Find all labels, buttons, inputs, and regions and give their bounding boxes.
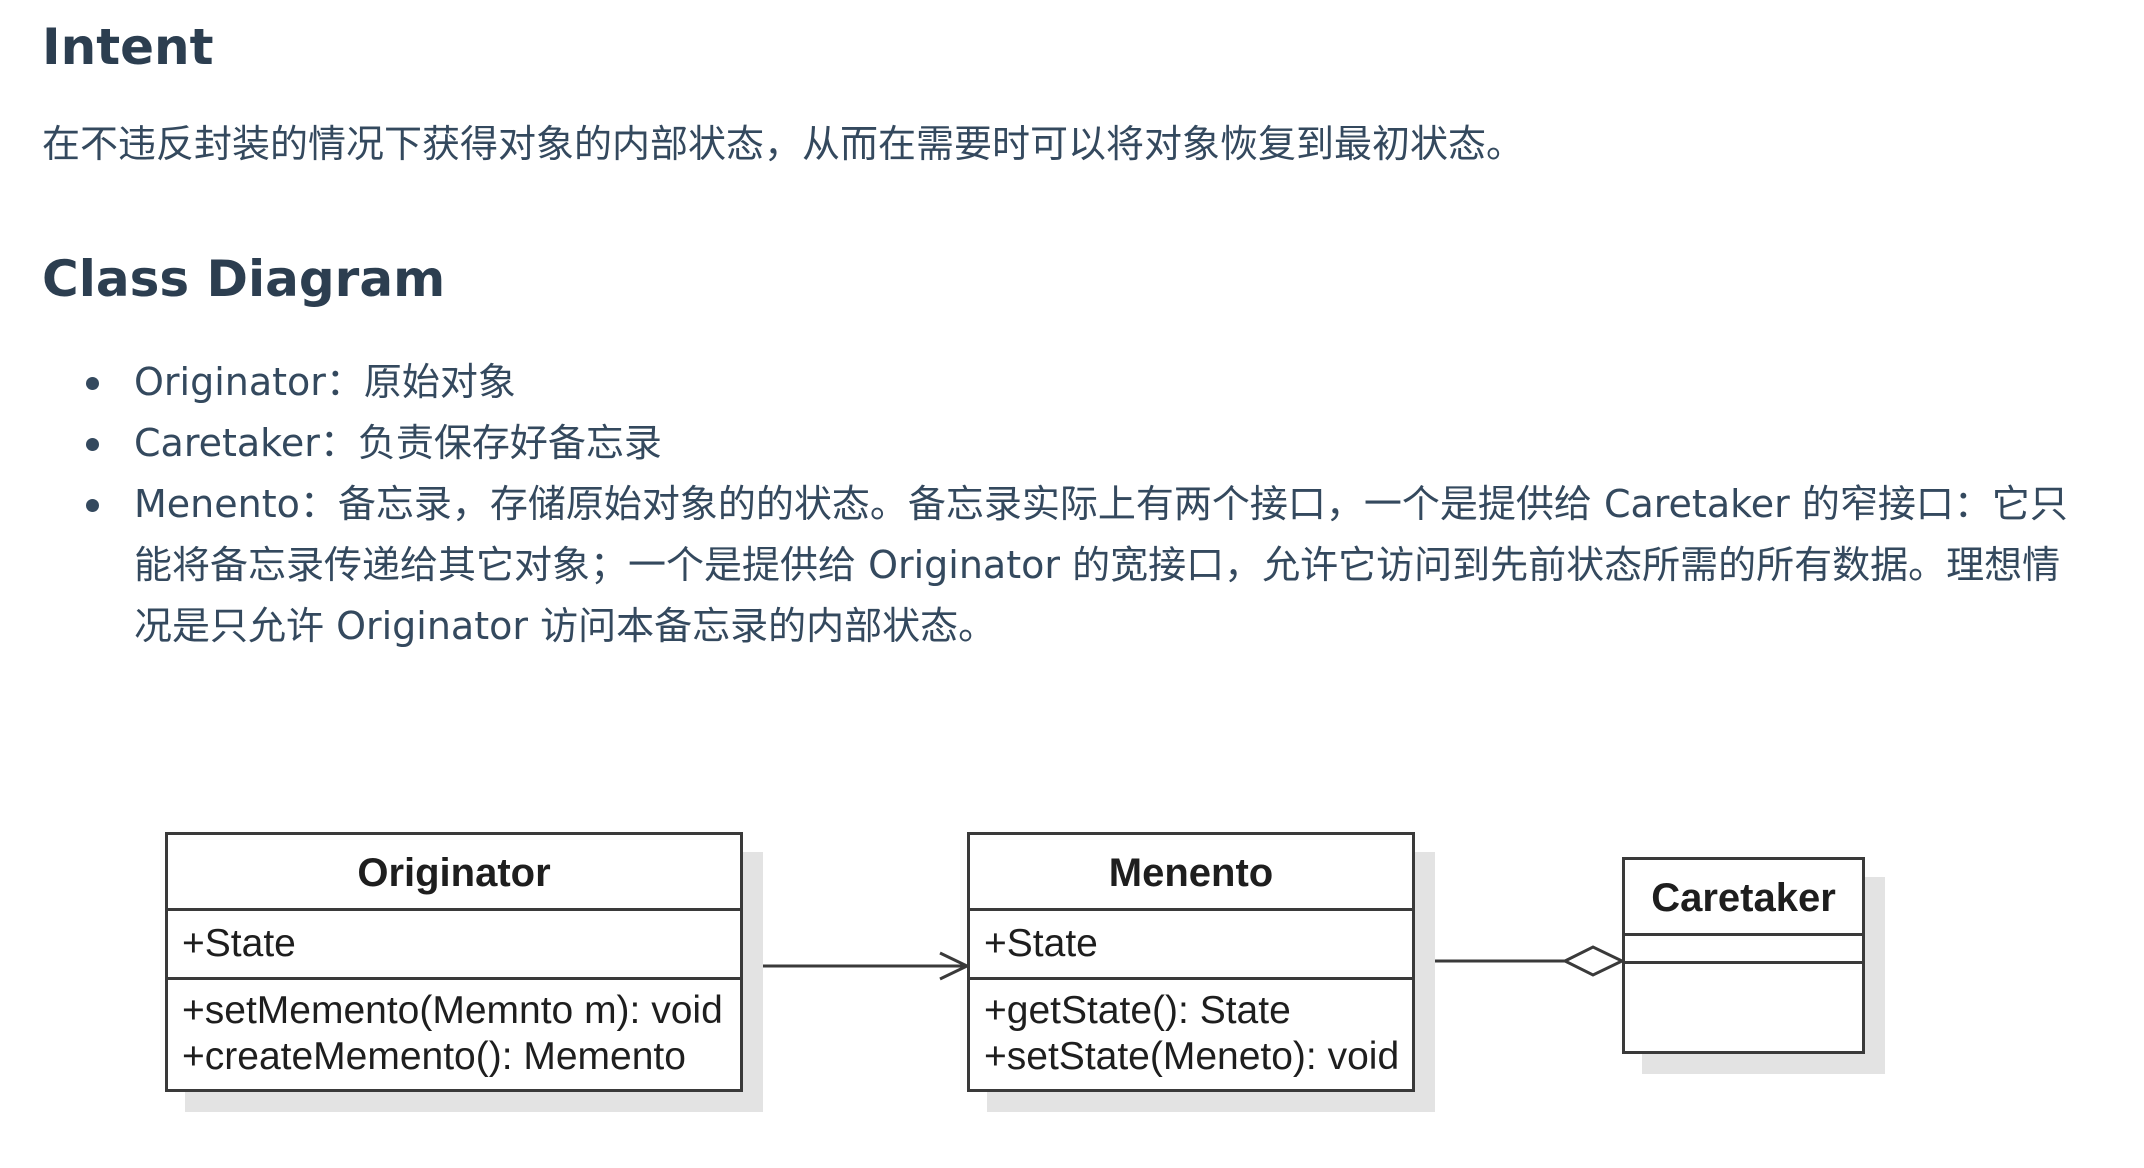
list-item-text: Menento：备忘录，存储原始对象的的状态。备忘录实际上有两个接口，一个是提供… (134, 482, 2068, 648)
class-name: Menento (970, 835, 1412, 911)
operation: +createMemento(): Memento (182, 1035, 686, 1078)
class-name: Caretaker (1625, 860, 1862, 936)
list-item-menento: Menento：备忘录，存储原始对象的的状态。备忘录实际上有两个接口，一个是提供… (42, 474, 2092, 657)
open-arrowhead-icon (939, 951, 971, 981)
class-attributes (1625, 936, 1862, 964)
class-menento: Menento +State +getState(): State +setSt… (967, 832, 1415, 1092)
list-item-originator: Originator：原始对象 (42, 352, 2092, 413)
class-originator: Originator +State +setMemento(Memnto m):… (165, 832, 743, 1092)
bullet-icon (86, 499, 99, 512)
class-operations: +setMemento(Memnto m): void +createMemen… (168, 980, 740, 1080)
class-attributes: +State (970, 911, 1412, 980)
operation: +getState(): State (984, 989, 1291, 1032)
operation: +setState(Meneto): void (984, 1035, 1400, 1078)
participants-list: Originator：原始对象 Caretaker：负责保存好备忘录 Menen… (42, 352, 2092, 657)
list-item-text: Caretaker：负责保存好备忘录 (134, 421, 662, 465)
class-name: Originator (168, 835, 740, 911)
bullet-icon (86, 377, 99, 390)
class-caretaker: Caretaker (1622, 857, 1865, 1054)
list-item-text: Originator：原始对象 (134, 360, 516, 404)
class-diagram-heading: Class Diagram (42, 250, 446, 308)
attribute: +State (984, 922, 1098, 965)
aggregation-diamond-icon (1561, 945, 1626, 977)
intent-heading: Intent (42, 18, 214, 76)
bullet-icon (86, 438, 99, 451)
intent-paragraph: 在不违反封装的情况下获得对象的内部状态，从而在需要时可以将对象恢复到最初状态。 (42, 122, 1525, 166)
attribute: +State (182, 922, 296, 965)
list-item-caretaker: Caretaker：负责保存好备忘录 (42, 413, 2092, 474)
class-attributes: +State (168, 911, 740, 980)
class-operations: +getState(): State +setState(Meneto): vo… (970, 980, 1412, 1080)
operation: +setMemento(Memnto m): void (182, 989, 723, 1032)
class-operations (1625, 964, 1862, 972)
